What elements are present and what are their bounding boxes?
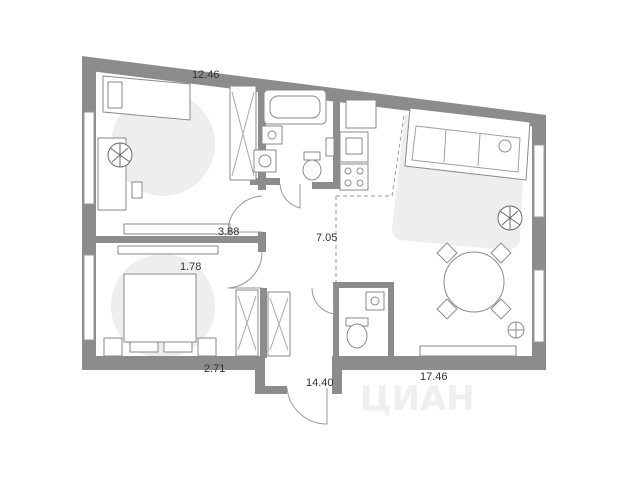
- area-labels: 12.46 3.88 1.78 7.05 2.71 14.40 17.46: [180, 69, 448, 389]
- wall-bath-kitchen: [333, 94, 340, 188]
- zone-boundary: [335, 115, 405, 282]
- wall-partition-lower: [260, 288, 267, 358]
- wall-entry-right: [332, 356, 342, 394]
- door-wc: [311, 287, 335, 315]
- wall-wc-top: [333, 282, 393, 288]
- kitchen-shelf: [325, 137, 335, 157]
- door-top-left-room: [227, 195, 263, 233]
- area-label-hallway: 14.40: [306, 377, 334, 389]
- furniture: [97, 75, 531, 357]
- door-bath: [279, 183, 301, 209]
- bed-bedroom: [123, 273, 197, 343]
- desk-chair: [131, 181, 143, 199]
- nightstand-left: [103, 337, 123, 357]
- chair-1: [436, 242, 458, 264]
- dining-table: [443, 251, 505, 313]
- dashed-kitchen-boundary: [336, 115, 405, 197]
- area-label-closet: 3.88: [218, 226, 239, 238]
- window-left-top: [83, 111, 95, 205]
- shelf-top-left: [123, 223, 231, 235]
- chair-4: [490, 298, 512, 320]
- wall-bottom-left: [82, 356, 262, 370]
- watermark-text: ЦИАН: [360, 379, 475, 419]
- wall-bottom-right: [332, 356, 546, 370]
- wall-bath-bottom-left: [250, 178, 280, 185]
- wall-entry-left: [255, 356, 265, 394]
- bed-pillow: [107, 81, 123, 109]
- wall-partition-mid: [96, 236, 266, 243]
- radiator-living: [419, 345, 517, 357]
- area-label-corridor: 1.78: [180, 261, 201, 273]
- plant-icon: [107, 142, 133, 168]
- plant-icon-living: [497, 205, 523, 231]
- window-right-top: [533, 144, 545, 218]
- pillow-left: [129, 341, 159, 353]
- door-entry: [286, 387, 328, 425]
- toilet-bath: [302, 159, 322, 181]
- chair-2: [490, 242, 512, 264]
- area-label-living: 17.46: [420, 371, 448, 383]
- area-label-kitchen-hall: 7.05: [316, 232, 337, 244]
- bed-top-left: [102, 75, 191, 121]
- bathtub-inner: [269, 95, 321, 119]
- windows: [83, 111, 545, 343]
- window-left-bottom: [83, 254, 95, 341]
- lamp-icon: [498, 139, 512, 153]
- wall-entry-bottom: [255, 386, 287, 394]
- shelf-bedroom: [117, 245, 219, 255]
- window-right-bottom: [533, 269, 545, 343]
- wall-wc-right: [388, 282, 394, 360]
- door-bedroom: [227, 251, 263, 289]
- wall-wc-left: [333, 282, 339, 360]
- doors: [227, 183, 335, 425]
- area-label-bedroom: 2.71: [204, 363, 225, 375]
- toilet-tank-bath: [303, 151, 321, 161]
- fan-icon: [507, 321, 525, 339]
- toilet-wc: [346, 323, 368, 349]
- pillow-right: [163, 341, 193, 353]
- chair-3: [436, 298, 458, 320]
- stove: [339, 163, 369, 191]
- wall-partition-stub: [258, 232, 266, 252]
- fridge: [345, 99, 377, 129]
- wall-bath-bottom-right: [312, 182, 342, 189]
- nightstand-right: [197, 337, 217, 357]
- area-label-room-top-left: 12.46: [192, 69, 220, 81]
